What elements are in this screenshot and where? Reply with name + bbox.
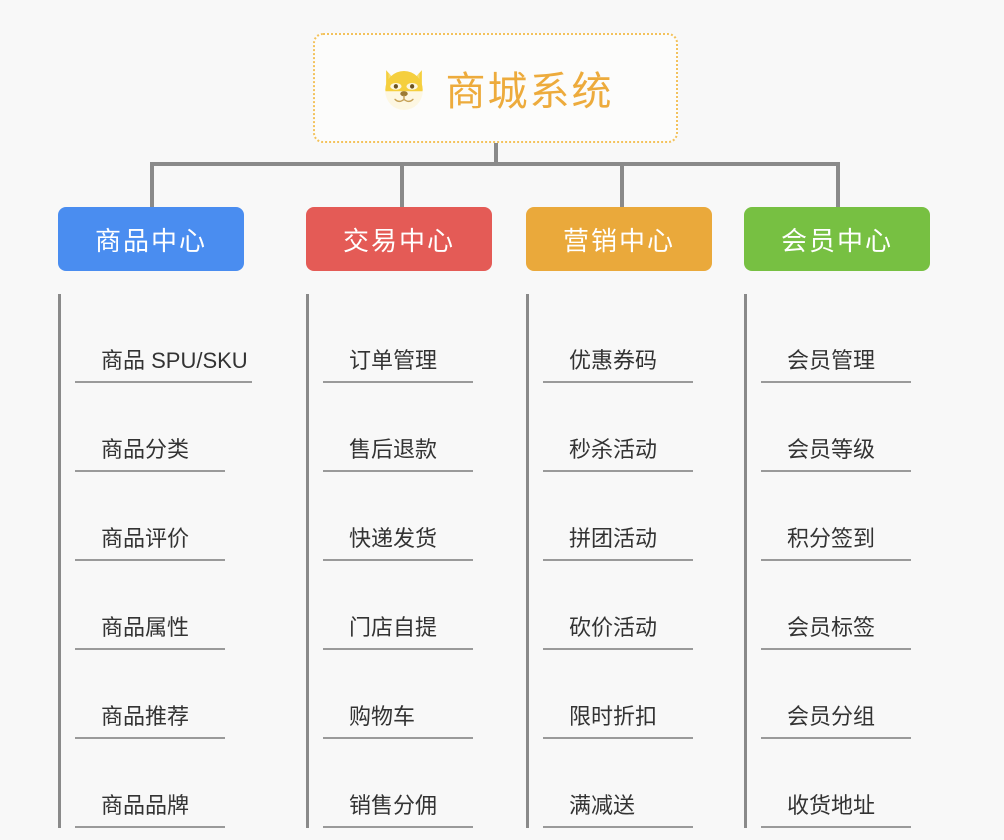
list-item-label: 订单管理: [323, 343, 473, 383]
list-item[interactable]: 砍价活动: [543, 561, 746, 650]
branch-header-label: 营销中心: [562, 225, 675, 256]
list-item[interactable]: 销售分佣: [323, 739, 526, 828]
connector-drop-1: [150, 162, 154, 207]
list-item-label: 商品推荐: [75, 699, 225, 739]
branch-column-member-center: 会员中心 会员管理 会员等级 积分签到 会员标签 会员分组 收货地址: [744, 207, 964, 828]
list-item-label: 优惠券码: [543, 343, 693, 383]
list-item-label: 会员标签: [761, 610, 911, 650]
list-item[interactable]: 商品评价: [75, 472, 278, 561]
branch-header-label: 商品中心: [94, 225, 207, 256]
list-item[interactable]: 售后退款: [323, 383, 526, 472]
dog-face-icon: [378, 62, 430, 114]
list-item-label: 销售分佣: [323, 788, 473, 828]
list-item-label: 秒杀活动: [543, 432, 693, 472]
root-node[interactable]: 商城系统: [313, 33, 678, 143]
list-item-label: 积分签到: [761, 521, 911, 561]
list-item[interactable]: 门店自提: [323, 561, 526, 650]
list-item-label: 商品 SPU/SKU: [75, 343, 252, 383]
list-item-label: 购物车: [323, 699, 473, 739]
list-item-label: 满减送: [543, 788, 693, 828]
connector-bus: [150, 162, 840, 166]
list-item[interactable]: 购物车: [323, 650, 526, 739]
list-item[interactable]: 积分签到: [761, 472, 964, 561]
list-item-label: 商品评价: [75, 521, 225, 561]
list-item[interactable]: 会员等级: [761, 383, 964, 472]
branch-header-label: 交易中心: [342, 225, 455, 256]
list-item-label: 售后退款: [323, 432, 473, 472]
branch-column-marketing-center: 营销中心 优惠券码 秒杀活动 拼团活动 砍价活动 限时折扣 满减送: [526, 207, 746, 828]
list-item[interactable]: 拼团活动: [543, 472, 746, 561]
list-item-label: 商品品牌: [75, 788, 225, 828]
list-item-label: 门店自提: [323, 610, 473, 650]
root-title: 商城系统: [445, 70, 614, 114]
branch-column-product-center: 商品中心 商品 SPU/SKU 商品分类 商品评价 商品属性 商品推荐 商品品牌: [58, 207, 278, 828]
branch-header-trade-center[interactable]: 交易中心: [306, 207, 492, 271]
branch-header-member-center[interactable]: 会员中心: [744, 207, 930, 271]
list-item[interactable]: 会员管理: [761, 294, 964, 383]
list-item[interactable]: 商品分类: [75, 383, 278, 472]
list-item-label: 砍价活动: [543, 610, 693, 650]
list-item[interactable]: 商品推荐: [75, 650, 278, 739]
list-item[interactable]: 秒杀活动: [543, 383, 746, 472]
list-item[interactable]: 商品品牌: [75, 739, 278, 828]
list-item-label: 商品分类: [75, 432, 225, 472]
list-item[interactable]: 会员标签: [761, 561, 964, 650]
branch-items-member-center: 会员管理 会员等级 积分签到 会员标签 会员分组 收货地址: [744, 294, 964, 828]
branch-items-marketing-center: 优惠券码 秒杀活动 拼团活动 砍价活动 限时折扣 满减送: [526, 294, 746, 828]
connector-drop-4: [836, 162, 840, 207]
list-item[interactable]: 订单管理: [323, 294, 526, 383]
connector-drop-2: [400, 162, 404, 207]
list-item-label: 商品属性: [75, 610, 225, 650]
list-item[interactable]: 商品属性: [75, 561, 278, 650]
list-item[interactable]: 收货地址: [761, 739, 964, 828]
list-item-label: 限时折扣: [543, 699, 693, 739]
branch-items-product-center: 商品 SPU/SKU 商品分类 商品评价 商品属性 商品推荐 商品品牌: [58, 294, 278, 828]
list-item-label: 快递发货: [323, 521, 473, 561]
branch-header-label: 会员中心: [780, 225, 893, 256]
list-item[interactable]: 满减送: [543, 739, 746, 828]
branch-header-marketing-center[interactable]: 营销中心: [526, 207, 712, 271]
branch-header-product-center[interactable]: 商品中心: [58, 207, 244, 271]
list-item[interactable]: 快递发货: [323, 472, 526, 561]
list-item-label: 拼团活动: [543, 521, 693, 561]
branch-items-trade-center: 订单管理 售后退款 快递发货 门店自提 购物车 销售分佣: [306, 294, 526, 828]
list-item-label: 会员分组: [761, 699, 911, 739]
list-item-label: 会员等级: [761, 432, 911, 472]
list-item[interactable]: 商品 SPU/SKU: [75, 294, 278, 383]
list-item-label: 收货地址: [761, 788, 911, 828]
list-item-label: 会员管理: [761, 343, 911, 383]
connector-root-stem: [494, 143, 498, 165]
connector-drop-3: [620, 162, 624, 207]
branch-column-trade-center: 交易中心 订单管理 售后退款 快递发货 门店自提 购物车 销售分佣: [306, 207, 526, 828]
list-item[interactable]: 限时折扣: [543, 650, 746, 739]
list-item[interactable]: 会员分组: [761, 650, 964, 739]
list-item[interactable]: 优惠券码: [543, 294, 746, 383]
